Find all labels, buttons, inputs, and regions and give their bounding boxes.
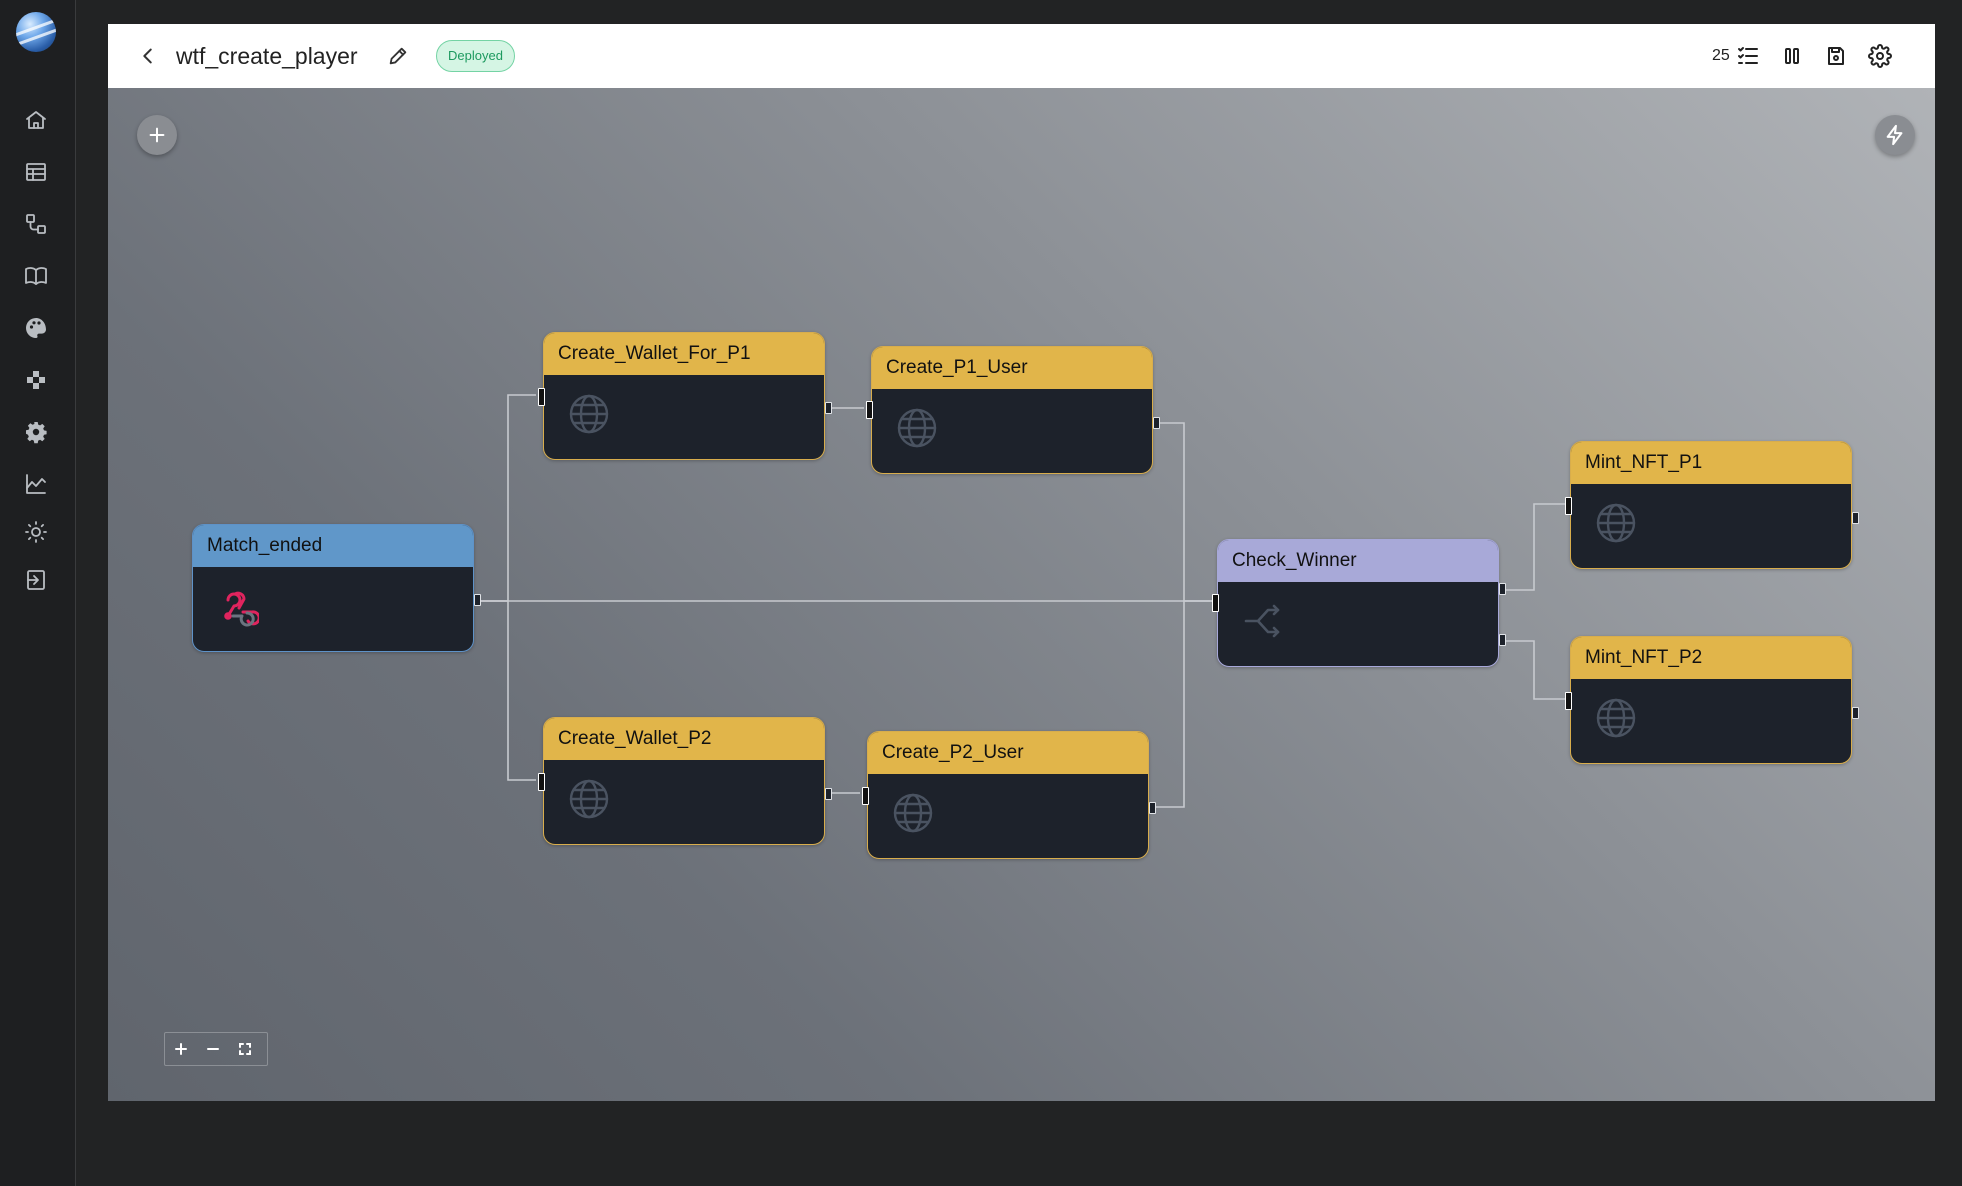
sidebar-item-logout[interactable] [22,566,50,594]
gear-icon [26,422,47,444]
tasks-button[interactable] [1734,42,1762,70]
workflow-icon [26,214,46,234]
zoom-controls [164,1032,268,1066]
checklist-icon [1738,47,1758,64]
edge-check-winner-to-mint-p2 [1504,640,1568,700]
input-handle[interactable] [1565,692,1572,710]
edge-p1-user-to-check-winner [1154,422,1212,602]
node-title: Mint_NFT_P1 [1571,442,1851,484]
plus-icon [149,127,165,143]
globe-icon [568,778,610,820]
output-handle[interactable] [1153,417,1160,429]
sidebar-item-analytics[interactable] [22,470,50,498]
sidebar-item-docs[interactable] [22,262,50,290]
task-count: 25 [1712,47,1730,64]
fit-view-icon [239,1043,251,1055]
save-button[interactable] [1822,42,1850,70]
zoom-in-button[interactable] [165,1033,197,1065]
trigger-run-button[interactable] [1875,115,1915,155]
node-create-p1-user[interactable]: Create_P1_User [866,346,1160,474]
sidebar-item-appearance[interactable] [22,518,50,546]
chevron-left-icon [143,48,152,64]
sun-icon [25,521,47,543]
minus-icon [207,1048,219,1050]
workflow-editor: wtf_create_player Deployed 25 [108,24,1935,1101]
globe-logo[interactable] [16,12,56,52]
output-handle[interactable] [1852,707,1859,719]
zoom-out-button[interactable] [197,1033,229,1065]
plus-icon [175,1043,187,1055]
sidebar-item-games[interactable] [22,366,50,394]
sidebar [0,0,76,1186]
fit-view-button[interactable] [229,1033,261,1065]
input-handle[interactable] [1212,594,1219,612]
pencil-icon [389,47,407,65]
input-handle[interactable] [866,401,873,419]
edge-p2-user-to-check-winner [1150,600,1212,808]
settings-icon [1868,44,1892,68]
output-handle-false[interactable] [1499,634,1506,646]
lightning-icon [1886,124,1903,146]
palette-icon [26,318,46,338]
sidebar-item-home[interactable] [22,106,50,134]
node-title: Create_Wallet_P2 [544,718,824,760]
globe-icon [568,393,610,435]
pause-icon [1785,48,1799,64]
output-handle[interactable] [825,402,832,414]
globe-icon [892,792,934,834]
globe-icon [896,407,938,449]
node-title: Create_P1_User [872,347,1152,389]
node-mint-nft-p2[interactable]: Mint_NFT_P2 [1565,636,1859,764]
edge-match-to-wallet-p1 [475,394,536,602]
sidebar-item-themes[interactable] [22,314,50,342]
workflow-title: wtf_create_player [176,43,358,69]
save-icon [1828,47,1844,65]
edit-title-button[interactable] [384,42,412,70]
gamepad-icon [27,371,45,389]
output-handle[interactable] [825,788,832,800]
globe-icon [1595,697,1637,739]
input-handle[interactable] [862,787,869,805]
node-title: Create_Wallet_For_P1 [544,333,824,375]
add-node-button[interactable] [137,115,177,155]
output-handle-true[interactable] [1499,583,1506,595]
node-create-wallet-p2[interactable]: Create_Wallet_P2 [538,717,832,845]
webhook-icon [217,585,261,627]
edge-check-winner-to-mint-p1 [1504,503,1568,591]
back-button[interactable] [134,42,162,70]
sidebar-item-settings[interactable] [22,418,50,446]
editor-header: wtf_create_player Deployed 25 [108,24,1935,88]
analytics-icon [26,474,46,494]
status-badge: Deployed [436,40,515,72]
node-match-ended[interactable]: Match_ended [192,524,481,652]
input-handle[interactable] [538,388,545,406]
table-icon [26,163,46,181]
settings-button[interactable] [1866,42,1894,70]
output-handle[interactable] [1852,512,1859,524]
sidebar-item-tables[interactable] [22,158,50,186]
node-title: Create_P2_User [868,732,1148,774]
node-check-winner[interactable]: Check_Winner [1212,539,1506,667]
output-handle[interactable] [1149,802,1156,814]
node-mint-nft-p1[interactable]: Mint_NFT_P1 [1565,441,1859,569]
input-handle[interactable] [1565,497,1572,515]
home-icon [26,111,46,129]
node-title: Mint_NFT_P2 [1571,637,1851,679]
input-handle[interactable] [538,773,545,791]
book-icon [25,267,47,285]
pause-button[interactable] [1778,42,1806,70]
sidebar-item-workflows[interactable] [22,210,50,238]
branch-icon [1242,600,1284,642]
node-title: Match_ended [193,525,473,567]
logout-icon [27,570,45,590]
workflow-canvas[interactable]: Match_ended Create_Wallet_For_P1 Create_… [108,88,1935,1101]
edge-layer [475,394,1568,808]
node-create-p2-user[interactable]: Create_P2_User [862,731,1156,859]
edge-match-to-wallet-p2 [475,600,536,781]
node-title: Check_Winner [1218,540,1498,582]
globe-icon [1595,502,1637,544]
node-create-wallet-for-p1[interactable]: Create_Wallet_For_P1 [538,332,832,460]
output-handle[interactable] [474,594,481,606]
